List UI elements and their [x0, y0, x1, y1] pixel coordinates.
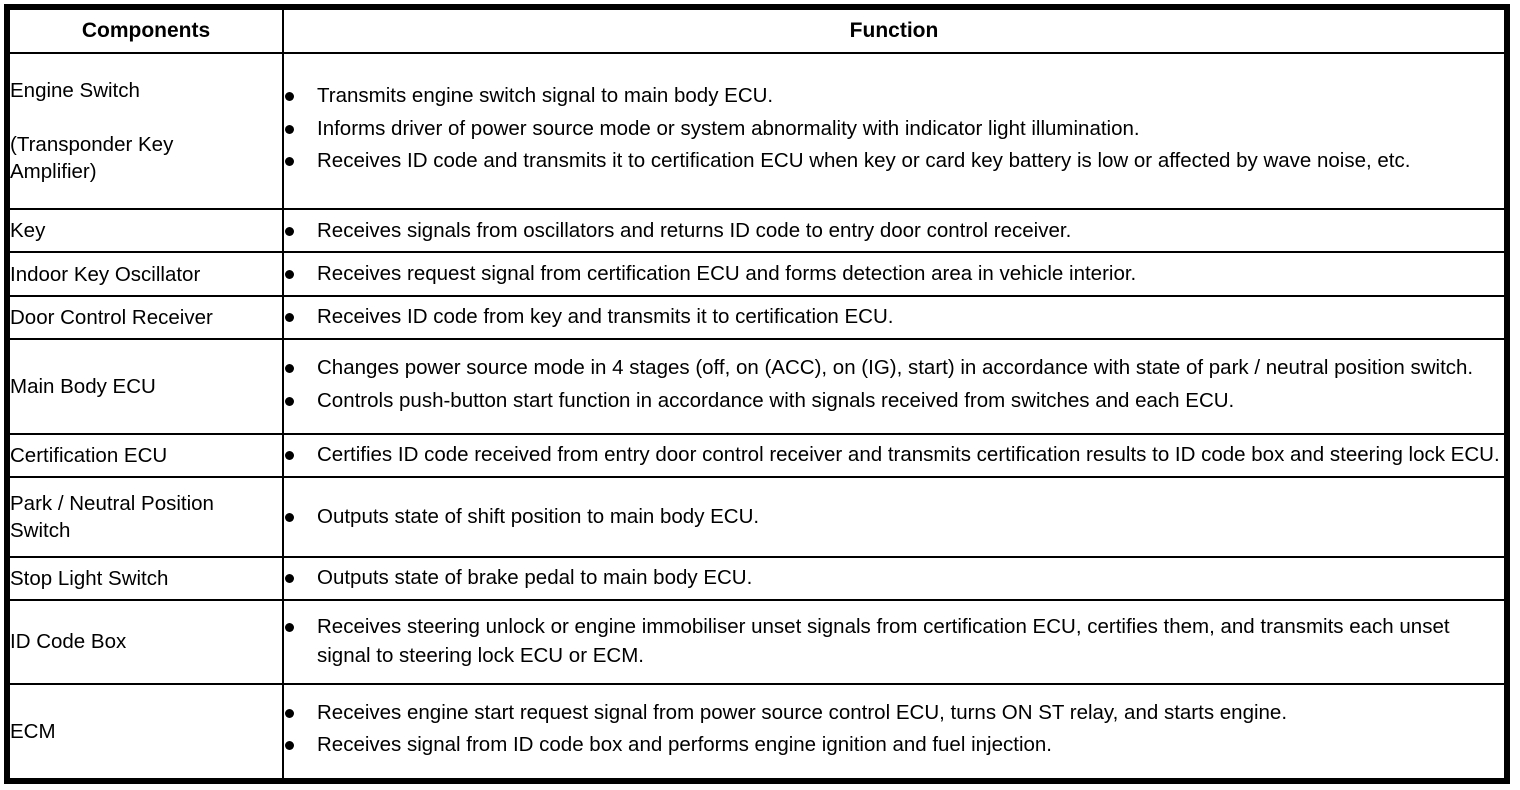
table-row: Main Body ECU Changes power source mode i…: [8, 337, 1506, 436]
function-bullet-list: Receives signals from oscillators and re…: [284, 217, 1504, 246]
component-name-cell: Main Body ECU: [8, 337, 284, 436]
column-header-components: Components: [8, 8, 284, 54]
function-bullet-text: Certifies ID code received from entry do…: [317, 443, 1500, 467]
function-description-cell: Receives engine start request signal fro…: [282, 682, 1506, 781]
bullet-dot-icon: [285, 226, 294, 236]
function-bullet-text: Receives signals from oscillators and re…: [317, 218, 1072, 242]
function-bullet-item: Receives signals from oscillators and re…: [284, 217, 1504, 246]
function-description-cell: Transmits engine switch signal to main b…: [282, 51, 1506, 211]
bullet-dot-icon: [285, 364, 294, 374]
function-bullet-text: Receives steering unlock or engine immob…: [317, 615, 1450, 667]
bullet-dot-icon: [285, 313, 294, 323]
component-name-cell: Indoor Key Oscillator: [8, 251, 284, 297]
function-bullet-item: Changes power source mode in 4 stages (o…: [284, 354, 1504, 383]
table-row: Park / Neutral Position Switch Outputs st…: [8, 476, 1506, 558]
table-row: Certification ECU Certifies ID code recei…: [8, 433, 1506, 479]
table-row: Engine Switch (Transponder Key Amplifier…: [8, 51, 1506, 211]
component-name-cell: ID Code Box: [8, 599, 284, 685]
bullet-dot-icon: [285, 741, 294, 751]
function-bullet-list: Receives ID code from key and transmits …: [284, 303, 1504, 332]
function-description-cell: Receives ID code from key and transmits …: [282, 294, 1506, 340]
function-bullet-text: Outputs state of brake pedal to main bod…: [317, 566, 753, 590]
function-bullet-text: Receives ID code from key and transmits …: [317, 305, 894, 329]
function-description-cell: Changes power source mode in 4 stages (o…: [282, 337, 1506, 436]
component-name-cell: Key: [8, 208, 284, 254]
function-description-cell: Receives request signal from certificati…: [282, 251, 1506, 297]
function-bullet-item: Outputs state of shift position to main …: [284, 503, 1504, 532]
function-description-cell: Certifies ID code received from entry do…: [282, 433, 1506, 479]
function-bullet-item: Receives ID code from key and transmits …: [284, 303, 1504, 332]
function-bullet-list: Changes power source mode in 4 stages (o…: [284, 354, 1504, 415]
function-bullet-text: Changes power source mode in 4 stages (o…: [317, 356, 1474, 380]
component-name-cell: Engine Switch (Transponder Key Amplifier…: [8, 51, 284, 211]
function-bullet-list: Transmits engine switch signal to main b…: [284, 82, 1504, 176]
table-row: Key Receives signals from oscillators and…: [8, 208, 1506, 254]
function-bullet-list: Receives engine start request signal fro…: [284, 699, 1504, 760]
function-bullet-text: Outputs state of shift position to main …: [317, 504, 760, 528]
function-bullet-text: Informs driver of power source mode or s…: [317, 116, 1140, 140]
table-row: Stop Light Switch Outputs state of brake …: [8, 555, 1506, 602]
component-name-cell: Door Control Receiver: [8, 294, 284, 340]
bullet-dot-icon: [285, 451, 294, 461]
table-header: Components Function: [8, 8, 1506, 54]
table-row: Door Control Receiver Receives ID code fr…: [8, 294, 1506, 340]
function-bullet-item: Receives ID code and transmits it to cer…: [284, 147, 1504, 176]
function-bullet-item: Controls push-button start function in a…: [284, 387, 1504, 416]
function-bullet-list: Certifies ID code received from entry do…: [284, 441, 1504, 470]
function-description-cell: Receives signals from oscillators and re…: [282, 208, 1506, 254]
function-bullet-text: Controls push-button start function in a…: [317, 388, 1235, 412]
function-bullet-text: Receives signal from ID code box and per…: [317, 733, 1052, 757]
component-name-cell: Stop Light Switch: [8, 555, 284, 602]
table-row: ECM Receives engine start request signal …: [8, 682, 1506, 781]
function-description-cell: Outputs state of shift position to main …: [282, 476, 1506, 558]
function-bullet-item: Receives signal from ID code box and per…: [284, 731, 1504, 760]
components-function-table-container: Components Function Engine Switch (Trans…: [4, 4, 1510, 784]
function-bullet-item: Certifies ID code received from entry do…: [284, 441, 1504, 470]
bullet-dot-icon: [285, 574, 294, 584]
function-bullet-text: Receives ID code and transmits it to cer…: [317, 149, 1411, 173]
bullet-dot-icon: [285, 157, 294, 167]
bullet-dot-icon: [285, 124, 294, 134]
function-bullet-list: Receives request signal from certificati…: [284, 260, 1504, 289]
components-function-table: Components Function Engine Switch (Trans…: [8, 8, 1506, 781]
component-name-cell: ECM: [8, 682, 284, 781]
table-row: ID Code Box Receives steering unlock or e…: [8, 599, 1506, 685]
column-header-function: Function: [282, 8, 1506, 54]
function-bullet-list: Outputs state of shift position to main …: [284, 503, 1504, 532]
table-header-row: Components Function: [8, 8, 1506, 54]
function-bullet-item: Transmits engine switch signal to main b…: [284, 82, 1504, 111]
function-bullet-item: Receives request signal from certificati…: [284, 260, 1504, 289]
function-description-cell: Receives steering unlock or engine immob…: [282, 599, 1506, 685]
bullet-dot-icon: [285, 396, 294, 406]
bullet-dot-icon: [285, 623, 294, 633]
function-bullet-item: Receives engine start request signal fro…: [284, 699, 1504, 728]
function-bullet-text: Transmits engine switch signal to main b…: [317, 84, 774, 108]
bullet-dot-icon: [285, 708, 294, 718]
component-name-cell: Park / Neutral Position Switch: [8, 476, 284, 558]
function-bullet-text: Receives engine start request signal fro…: [317, 700, 1288, 724]
function-bullet-text: Receives request signal from certificati…: [317, 261, 1137, 285]
function-bullet-item: Informs driver of power source mode or s…: [284, 115, 1504, 144]
function-bullet-item: Outputs state of brake pedal to main bod…: [284, 564, 1504, 593]
bullet-dot-icon: [285, 269, 294, 279]
bullet-dot-icon: [285, 512, 294, 522]
bullet-dot-icon: [285, 92, 294, 102]
function-description-cell: Outputs state of brake pedal to main bod…: [282, 555, 1506, 602]
table-body: Engine Switch (Transponder Key Amplifier…: [8, 51, 1506, 781]
function-bullet-item: Receives steering unlock or engine immob…: [284, 613, 1504, 670]
component-name-cell: Certification ECU: [8, 433, 284, 479]
function-bullet-list: Outputs state of brake pedal to main bod…: [284, 564, 1504, 593]
function-bullet-list: Receives steering unlock or engine immob…: [284, 613, 1504, 670]
table-row: Indoor Key Oscillator Receives request si…: [8, 251, 1506, 297]
